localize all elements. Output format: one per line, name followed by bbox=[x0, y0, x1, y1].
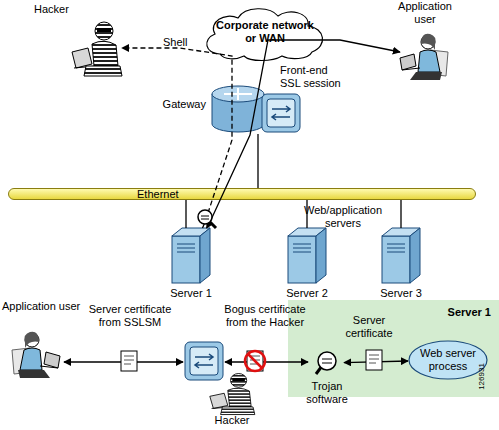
node-label: Hacker bbox=[208, 414, 256, 427]
cert-flow-line bbox=[64, 361, 183, 362]
user-node: Application user bbox=[400, 32, 450, 82]
gateway-node: Gateway bbox=[212, 84, 264, 134]
hacker-icon bbox=[72, 22, 122, 76]
node-label: Gateway bbox=[163, 98, 206, 111]
node-label: Server 1 bbox=[166, 287, 216, 300]
server-icon bbox=[172, 228, 210, 283]
gateway-top bbox=[212, 86, 264, 102]
server-icon bbox=[288, 228, 326, 283]
ssl-module-icon bbox=[185, 342, 223, 380]
node-label: Front-end SSL session bbox=[280, 64, 346, 90]
hacker-node: Hacker bbox=[208, 372, 256, 414]
gateway-arrows bbox=[224, 88, 252, 100]
connector bbox=[257, 134, 258, 188]
server-node: Server 3 bbox=[382, 228, 420, 283]
node-label: Application user bbox=[393, 0, 457, 26]
node-label: Web server process bbox=[417, 347, 479, 373]
gateway-icon bbox=[212, 86, 264, 132]
node-label: Trojan software bbox=[301, 380, 353, 406]
server-icon bbox=[382, 228, 420, 283]
prohibited-sign bbox=[245, 351, 265, 371]
free-label: Bogus certificate from the Hacker bbox=[215, 303, 315, 329]
network-cloud: Corporate network or WAN bbox=[200, 4, 330, 62]
magnifier-icon bbox=[198, 210, 216, 228]
magnifier-lens bbox=[198, 210, 212, 224]
ellipse-shape bbox=[409, 341, 487, 379]
prohibited-slash bbox=[248, 354, 262, 368]
trojan-node: Trojan software bbox=[310, 348, 344, 378]
gateway-body bbox=[212, 94, 264, 132]
certificate-lines bbox=[250, 356, 260, 364]
certificate-lines bbox=[124, 356, 134, 364]
cloud-shape bbox=[207, 9, 323, 61]
node-label: Hacker bbox=[34, 3, 69, 16]
free-label: Web/application servers bbox=[296, 204, 390, 230]
node-label: Ethernet bbox=[137, 188, 179, 200]
node-label: Application user bbox=[2, 300, 80, 313]
node-label: Corporate network or WAN bbox=[212, 19, 318, 45]
dashed-connector bbox=[122, 48, 232, 228]
user-icon bbox=[12, 332, 60, 378]
node-label: Server 3 bbox=[376, 287, 426, 300]
free-label: Server certificate from SSLSM bbox=[80, 303, 180, 329]
server-node: Server 1 bbox=[172, 228, 210, 283]
edge-label: Server certificate bbox=[338, 314, 400, 340]
user-icon bbox=[400, 34, 448, 80]
connector bbox=[400, 200, 401, 228]
node-label: Server 2 bbox=[282, 287, 332, 300]
node-label: Server 1 bbox=[448, 306, 491, 319]
ethernet-bus: Ethernet bbox=[8, 188, 476, 200]
magnifier-arrows bbox=[201, 216, 209, 219]
server-region: Server 1 Trojan software Web server proces… bbox=[288, 300, 499, 397]
certificate-sheet bbox=[121, 351, 137, 371]
ssl-module-icon bbox=[262, 94, 300, 132]
user-node: Application user bbox=[8, 330, 60, 385]
certificate-icon bbox=[121, 351, 137, 371]
connector bbox=[185, 200, 186, 228]
certificate-sheet bbox=[247, 351, 263, 371]
free-label: 126931 bbox=[477, 363, 486, 390]
ssl-module-node: Front-end SSL session bbox=[262, 94, 300, 132]
hacker-node: Hacker bbox=[70, 20, 122, 76]
process-ellipse: Web server process bbox=[408, 340, 488, 380]
edge-label: Shell bbox=[163, 36, 187, 49]
magnifier-handle bbox=[209, 221, 216, 228]
certificate-icon bbox=[245, 351, 265, 371]
server-node: Server 2 bbox=[288, 228, 326, 283]
hacker-icon bbox=[210, 374, 255, 415]
